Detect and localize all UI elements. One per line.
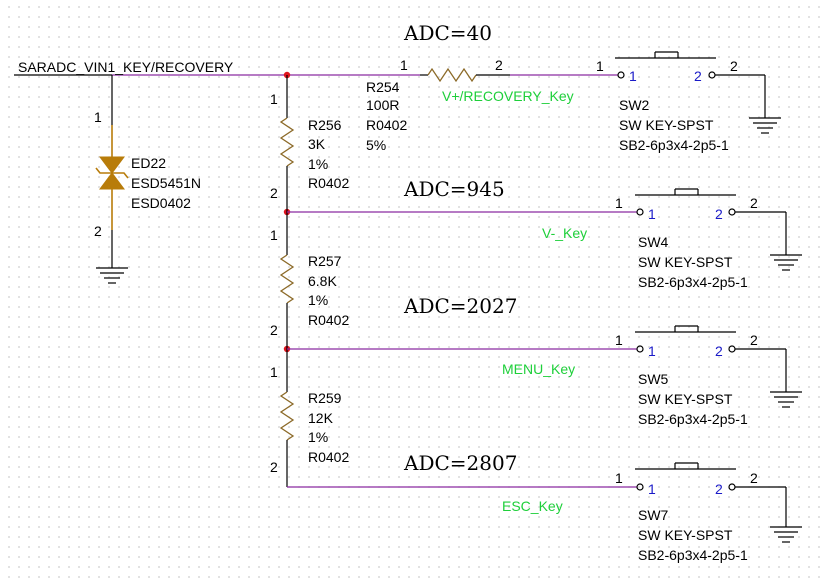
- adc-label-3: ADC=2027: [403, 294, 517, 318]
- sw4-pin2: 2: [715, 206, 723, 222]
- sw7-pin2: 2: [715, 481, 723, 497]
- net-label-v-plus: V+/RECOVERY_Key: [442, 88, 574, 104]
- esd-ref: ED22: [131, 155, 166, 171]
- r254-pin1: 1: [400, 57, 408, 73]
- r257-pin2: 2: [270, 322, 278, 338]
- esd-pin2: 2: [94, 223, 102, 239]
- r257-package: R0402: [308, 312, 349, 328]
- sw7-ref: SW7: [638, 507, 669, 523]
- r257-pin1: 1: [270, 227, 278, 243]
- sw7-outer-pin2: 2: [750, 470, 758, 486]
- resistor-r257: [279, 254, 295, 304]
- r256-package: R0402: [308, 175, 349, 191]
- r256-tolerance: 1%: [308, 156, 328, 172]
- esd-part: ESD5451N: [131, 175, 201, 191]
- r259-package: R0402: [308, 449, 349, 465]
- adc-label-1: ADC=40: [403, 21, 492, 45]
- net-label-esc: ESC_Key: [502, 498, 563, 514]
- r259-tolerance: 1%: [308, 429, 328, 445]
- sw2-pin1: 1: [629, 68, 637, 84]
- sw4-package: SB2-6p3x4-2p5-1: [638, 274, 748, 290]
- sw5-ref: SW5: [638, 371, 669, 387]
- sw4-outer-pin1: 1: [615, 195, 623, 211]
- switch-sw4: [635, 188, 787, 255]
- r259-ref: R259: [308, 390, 342, 406]
- ground-symbol-sw7: [770, 526, 802, 543]
- esd-package: ESD0402: [131, 195, 191, 211]
- r254-tolerance: 5%: [366, 137, 386, 153]
- net-input-label: SARADC_VIN1_KEY/RECOVERY: [18, 59, 234, 75]
- net-label-menu: MENU_Key: [502, 361, 575, 377]
- sw2-outer-pin1: 1: [596, 58, 604, 74]
- sw4-type: SW KEY-SPST: [638, 254, 733, 270]
- sw4-pin1: 1: [648, 206, 656, 222]
- sw2-outer-pin2: 2: [730, 58, 738, 74]
- ground-symbol-sw2: [749, 117, 781, 134]
- sw2-ref: SW2: [619, 97, 650, 113]
- sw5-outer-pin2: 2: [750, 332, 758, 348]
- r257-ref: R257: [308, 253, 342, 269]
- sw7-outer-pin1: 1: [615, 470, 623, 486]
- ground-symbol-esd: [96, 267, 128, 284]
- adc-label-4: ADC=2807: [403, 451, 517, 475]
- r259-pin1: 1: [270, 364, 278, 380]
- resistor-r259: [279, 391, 295, 441]
- ground-symbol-sw5: [770, 391, 802, 408]
- sw2-pin2: 2: [694, 68, 702, 84]
- r257-tolerance: 1%: [308, 292, 328, 308]
- sw5-pin2: 2: [715, 343, 723, 359]
- sw4-outer-pin2: 2: [750, 195, 758, 211]
- r256-ref: R256: [308, 117, 342, 133]
- sw7-pin1: 1: [648, 481, 656, 497]
- r254-pin2: 2: [495, 57, 503, 73]
- sw5-outer-pin1: 1: [615, 332, 623, 348]
- switch-sw2: [615, 51, 766, 118]
- switch-sw5: [635, 325, 787, 392]
- r259-value: 12K: [308, 410, 334, 426]
- r256-pin2: 2: [270, 185, 278, 201]
- resistor-r256: [279, 117, 295, 167]
- r257-value: 6.8K: [308, 273, 337, 289]
- sw5-type: SW KEY-SPST: [638, 391, 733, 407]
- sw2-type: SW KEY-SPST: [619, 117, 714, 133]
- r254-package: R0402: [366, 117, 407, 133]
- ground-symbol-sw4: [770, 254, 802, 271]
- esd-pin1: 1: [94, 109, 102, 125]
- sw7-type: SW KEY-SPST: [638, 527, 733, 543]
- sw7-package: SB2-6p3x4-2p5-1: [638, 547, 748, 563]
- r259-pin2: 2: [270, 459, 278, 475]
- esd-diode-ed22: [95, 75, 129, 268]
- sw2-package: SB2-6p3x4-2p5-1: [619, 137, 729, 153]
- r256-value: 3K: [308, 136, 326, 152]
- resistor-r254: [420, 67, 510, 83]
- r254-ref: R254: [366, 79, 400, 95]
- sw5-pin1: 1: [648, 343, 656, 359]
- r254-value: 100R: [366, 97, 399, 113]
- net-label-v-minus: V-_Key: [542, 225, 587, 241]
- r256-pin1: 1: [270, 91, 278, 107]
- sw4-ref: SW4: [638, 234, 669, 250]
- adc-label-2: ADC=945: [403, 177, 505, 201]
- sw5-package: SB2-6p3x4-2p5-1: [638, 411, 748, 427]
- switch-sw7: [635, 462, 787, 527]
